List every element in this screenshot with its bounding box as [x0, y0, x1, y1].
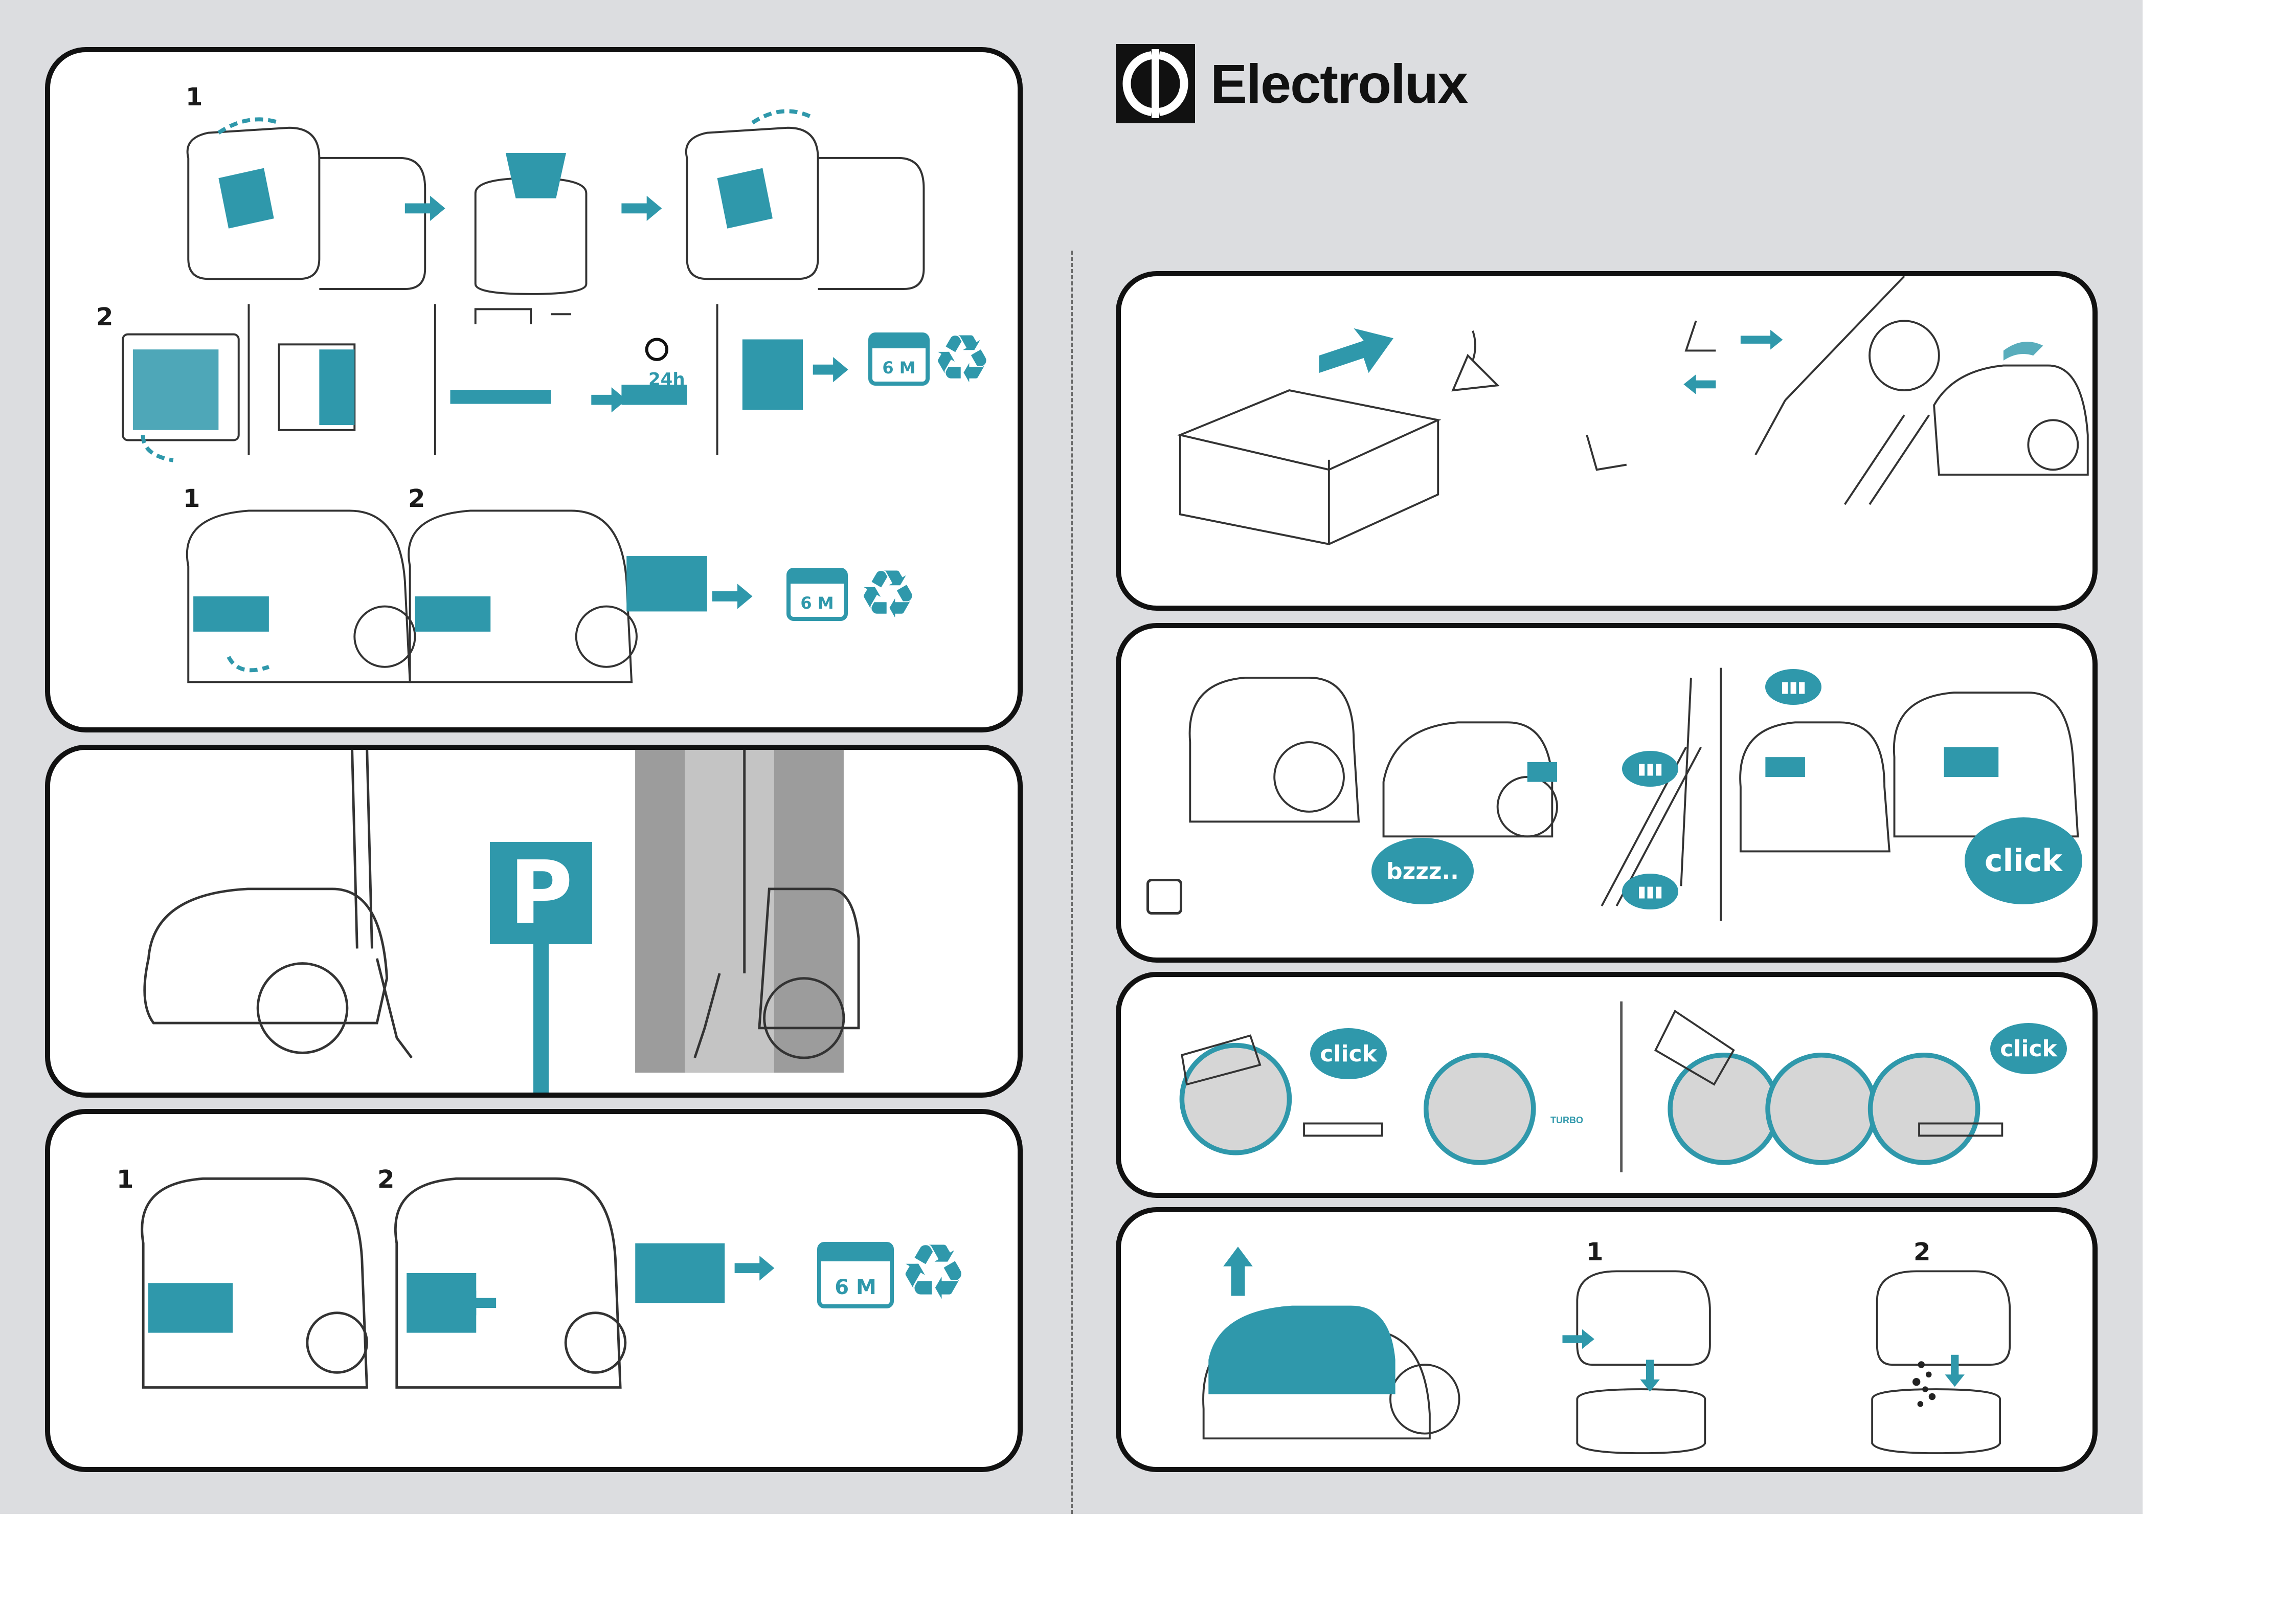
electrolux-logo-icon — [1116, 44, 1195, 123]
calendar-icon: 6 M — [868, 332, 930, 386]
panel-filter-cleaning: 1 2 1 2 24h 6 M ♻ 6 M ♻ — [45, 47, 1023, 732]
replace-interval: 6 M — [800, 593, 834, 617]
step-number: 2 — [1914, 1238, 1930, 1266]
parking-sign-pole — [533, 944, 549, 1098]
calendar-icon: 6 M — [817, 1242, 894, 1308]
sun-icon — [647, 339, 667, 359]
step-number: 1 — [183, 484, 200, 513]
step-number: 2 — [96, 303, 113, 331]
recycle-icon: ♻ — [899, 1234, 967, 1311]
nozzle-illustrations — [1121, 977, 2092, 1193]
click-badge: click — [1965, 817, 2082, 904]
operation-illustrations — [1121, 628, 2092, 958]
brand-logo: Electrolux — [1116, 44, 1467, 123]
power-level-badge: ▮▮▮ — [1622, 874, 1678, 909]
emptying-illustrations — [1121, 1212, 2092, 1467]
brand-name: Electrolux — [1210, 52, 1467, 116]
parking-sign: P — [490, 842, 592, 944]
replace-interval: 6 M — [835, 1276, 876, 1304]
motor-sound-badge: bzzz.. — [1371, 838, 1474, 904]
drying-time-label: 24h — [648, 369, 685, 390]
panel-operation: bzzz.. click ▮▮▮ ▮▮▮ ▮▮▮ — [1116, 623, 2098, 963]
step-number: 1 — [1586, 1238, 1603, 1266]
step-number: 1 — [186, 83, 202, 112]
turbo-label: TURBO — [1550, 1115, 1583, 1126]
parking-letter: P — [509, 842, 573, 944]
click-badge: click — [1310, 1028, 1387, 1079]
panel-nozzle: click click TURBO — [1116, 972, 2098, 1198]
unboxing-illustrations — [1121, 276, 2092, 606]
replace-interval: 6 M — [882, 358, 915, 382]
instruction-sheet: 1 2 1 2 24h 6 M ♻ 6 M ♻ — [0, 0, 2143, 1514]
step-number: 2 — [408, 484, 425, 513]
click-label: click — [1985, 843, 2062, 879]
power-level-badge: ▮▮▮ — [1622, 751, 1678, 787]
motor-sound-label: bzzz.. — [1386, 858, 1459, 884]
recycle-icon: ♻ — [858, 561, 918, 628]
click-label: click — [1320, 1041, 1377, 1067]
panel-unboxing — [1116, 271, 2098, 611]
click-badge: click — [1990, 1023, 2067, 1074]
socket-icon — [1146, 879, 1182, 915]
step-number: 1 — [117, 1165, 133, 1194]
recycle-icon: ♻ — [932, 326, 992, 392]
panel-exhaust-filter: 1 2 6 M ♻ — [45, 1109, 1023, 1472]
panel-parking: P — [45, 745, 1023, 1098]
fold-line — [1071, 251, 1073, 1514]
panel-emptying: 1 2 — [1116, 1207, 2098, 1472]
step-number: 2 — [377, 1165, 394, 1194]
power-level-badge: ▮▮▮ — [1765, 669, 1821, 705]
calendar-icon: 6 M — [786, 568, 848, 621]
click-label: click — [2000, 1036, 2057, 1062]
